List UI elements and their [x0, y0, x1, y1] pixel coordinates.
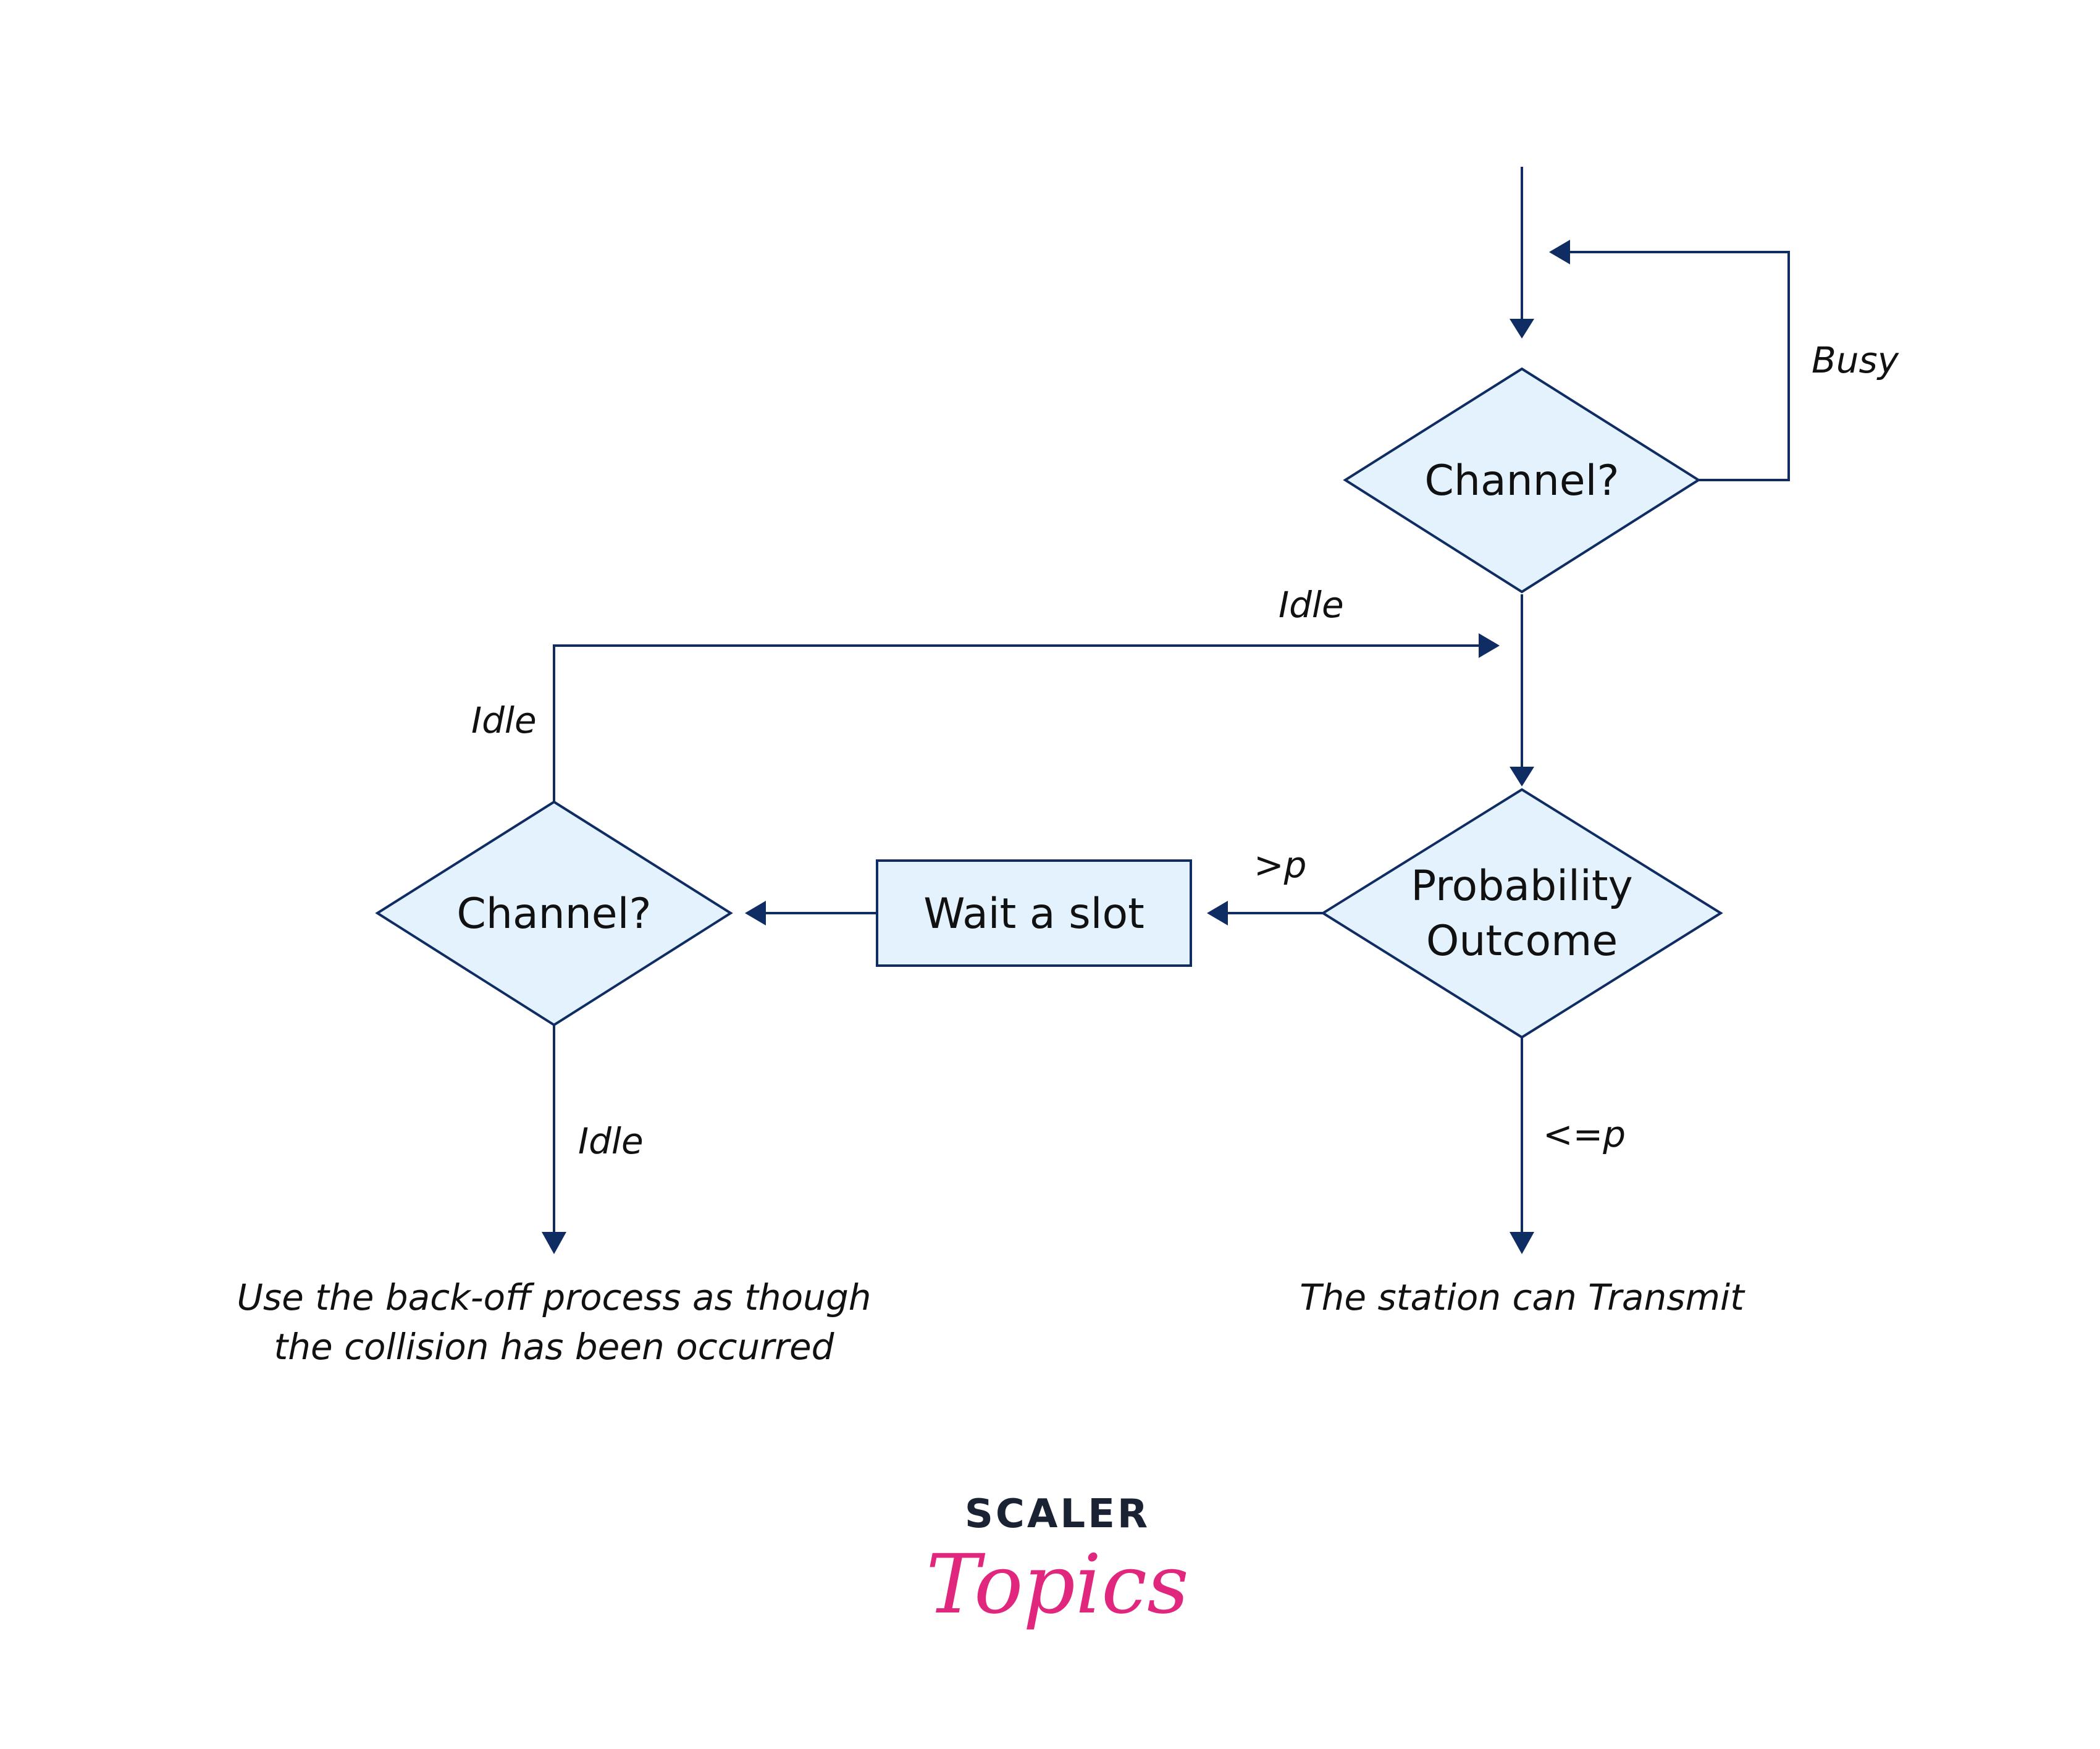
- idle-return-arrowhead: [1479, 633, 1500, 658]
- backoff-arrowhead: [542, 1232, 566, 1254]
- decision-diamond-shape: [1343, 367, 1701, 594]
- backoff-outcome-line1: Use the back-off process as though: [237, 1276, 871, 1318]
- logo-brand-text: SCALER: [965, 1491, 1150, 1537]
- idle-top-label: Idle: [1279, 584, 1344, 626]
- logo-sub-text: Topics: [926, 1537, 1189, 1632]
- less-equal-p-label: <=p: [1543, 1113, 1626, 1155]
- connectors: [542, 167, 1790, 1254]
- idle-down-arrowhead: [1510, 767, 1534, 786]
- idle-left-label: Idle: [471, 699, 537, 741]
- greater-p-arrowhead: [1207, 901, 1228, 925]
- channel-top-label: Channel?: [1424, 457, 1619, 505]
- wait-slot-label: Wait a slot: [923, 890, 1144, 938]
- idle-down-label: Idle: [578, 1120, 644, 1162]
- scaler-topics-logo: SCALER Topics: [926, 1491, 1189, 1632]
- process-box-shape: [876, 859, 1192, 967]
- decision-channel-left: Channel?: [375, 800, 733, 1027]
- transmit-arrowhead: [1510, 1232, 1534, 1254]
- channel-left-label: Channel?: [456, 890, 651, 938]
- idle-return-connector: [553, 644, 1480, 803]
- probability-label-line1: Probability: [1411, 862, 1632, 911]
- decision-channel-top: Channel?: [1343, 367, 1701, 594]
- decision-probability-outcome: Probability Outcome: [1321, 788, 1723, 1039]
- outcomes: Use the back-off process as though the c…: [237, 1276, 1745, 1368]
- wait-to-channel-arrowhead: [745, 901, 766, 925]
- transmit-outcome: The station can Transmit: [1300, 1276, 1745, 1318]
- decision-diamond-shape: [1321, 788, 1723, 1039]
- busy-loop-connector: [1568, 251, 1790, 481]
- busy-loop-arrowhead: [1549, 240, 1570, 264]
- edge-labels: Busy Idle Idle >p <=p Idle: [471, 339, 1899, 1162]
- entry-arrowhead: [1510, 319, 1534, 339]
- backoff-outcome-line2: the collision has been occurred: [274, 1326, 835, 1368]
- process-wait-a-slot: Wait a slot: [876, 859, 1192, 967]
- busy-label: Busy: [1812, 339, 1899, 381]
- probability-label-line2: Outcome: [1426, 917, 1618, 966]
- greater-p-label: >p: [1254, 844, 1306, 886]
- decision-diamond-shape: [375, 800, 733, 1027]
